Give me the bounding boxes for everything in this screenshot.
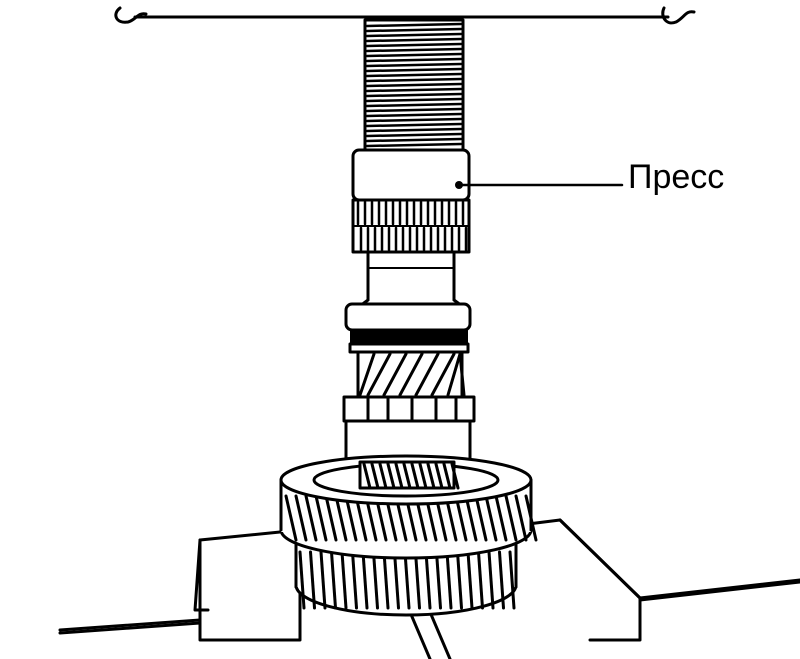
screw-thread-line [365, 57, 463, 63]
gear-tooth [330, 550, 337, 610]
gear-tooth [434, 462, 444, 490]
spline-line [446, 352, 462, 397]
screw-thread-line [365, 132, 463, 138]
gear-tooth [402, 462, 412, 490]
gear-tooth [442, 462, 452, 490]
spline-line [358, 352, 376, 397]
screw-thread-line [365, 77, 463, 83]
gear-tooth [410, 462, 420, 490]
gear-tooth [508, 550, 516, 610]
screw-thread-line [365, 97, 463, 103]
gear-tooth [394, 462, 404, 490]
gear-tooth [386, 462, 396, 490]
gear-tooth [351, 550, 358, 610]
gear-tooth [514, 494, 528, 542]
gear-tooth [403, 550, 411, 610]
screw-thread-line [365, 117, 463, 123]
screw-thread-line [365, 122, 463, 128]
gear-tooth [445, 550, 453, 610]
support-block [58, 518, 800, 659]
screw-thread-line [365, 52, 463, 58]
gear-tooth [334, 494, 348, 542]
screw-thread-line [365, 137, 463, 143]
gear-tooth [372, 550, 379, 610]
bearing-collar [344, 302, 472, 354]
screw-thread-line [365, 72, 463, 78]
gear-tooth [466, 550, 474, 610]
screw-thread-line [365, 142, 463, 148]
spline-line [430, 352, 456, 397]
gear-tooth [319, 550, 327, 610]
gear-tooth [393, 550, 400, 610]
screw-thread-line [365, 107, 463, 113]
gear-tooth [298, 550, 306, 610]
hub-sleeve [342, 395, 476, 463]
gear-tooth [487, 550, 495, 610]
gear-tooth [378, 462, 388, 490]
gear-tooth [524, 494, 538, 542]
gear-tooth [464, 494, 478, 542]
gear-tooth [484, 494, 498, 542]
screw-thread-line [365, 82, 463, 88]
screw-thread-line [365, 127, 463, 133]
gear-tooth [382, 550, 390, 610]
screw-thread-line [365, 32, 463, 38]
gear-tooth [284, 494, 298, 542]
gear-tooth [426, 462, 436, 490]
gear-tooth [424, 550, 432, 610]
screw-thread-line [365, 42, 463, 48]
press-crossbar [114, 6, 696, 25]
screw-thread-line [365, 37, 463, 43]
callout-label-press: Пресс [628, 158, 725, 196]
gear-tooth [370, 462, 380, 490]
gear-tooth [504, 494, 518, 542]
spline-line [458, 352, 466, 397]
gear-tooth [314, 494, 328, 542]
screw-thread-line [365, 62, 463, 68]
screw-thread-line [365, 102, 463, 108]
spline-line [398, 352, 424, 397]
screw-thread-line [365, 67, 463, 73]
gear-tooth [494, 494, 508, 542]
gear-cluster [279, 454, 538, 617]
gear-tooth [456, 550, 463, 610]
gear-tooth [340, 550, 348, 610]
press-tool [351, 148, 471, 308]
gear-tooth [324, 494, 338, 542]
spline-line [414, 352, 440, 397]
gear-tooth [304, 494, 318, 542]
gear-tooth [498, 550, 505, 610]
spline-line [382, 352, 408, 397]
gear-tooth [418, 462, 428, 490]
screw-thread-line [365, 87, 463, 93]
gear-tooth [477, 550, 484, 610]
gear-tooth [450, 462, 460, 490]
gear-tooth [294, 494, 308, 542]
gear-tooth [309, 550, 316, 610]
press-screw [363, 18, 465, 152]
gear-tooth [344, 494, 358, 542]
screw-thread-line [365, 112, 463, 118]
gear-tooth [435, 550, 442, 610]
screw-thread-line [365, 22, 463, 28]
gear-tooth [362, 462, 372, 490]
screw-thread-line [365, 92, 463, 98]
spline-line [366, 352, 392, 397]
screw-thread-line [365, 27, 463, 33]
gear-tooth [414, 550, 421, 610]
gear-tooth [474, 494, 488, 542]
splined-shaft [356, 350, 466, 399]
gear-tooth [361, 550, 369, 610]
screw-thread-line [365, 47, 463, 53]
